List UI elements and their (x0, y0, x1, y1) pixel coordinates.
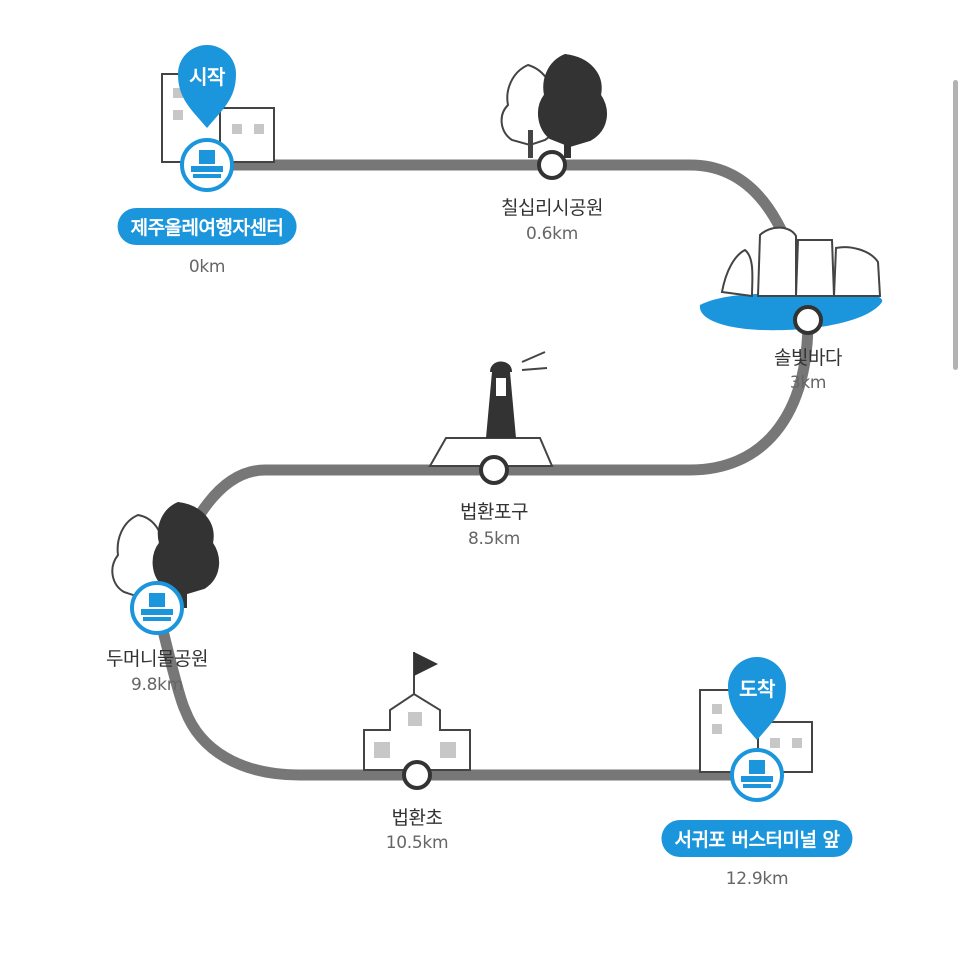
scrollbar[interactable] (953, 80, 958, 370)
school-icon (363, 652, 471, 771)
stamp-station-icon (180, 138, 234, 192)
stop-name-end: 서귀포 버스터미널 앞 (661, 820, 853, 857)
start-pin-icon (178, 45, 236, 128)
stop-distance: 10.5km (385, 833, 449, 853)
tree-icon (111, 501, 220, 608)
stamp-station-icon (730, 748, 784, 802)
stop-distance: 9.8km (131, 675, 183, 695)
end-pin-icon (728, 657, 786, 740)
rocks-sea-icon (699, 226, 883, 331)
stop-distance: 8.5km (468, 529, 520, 549)
end-marker-label: 도착 (739, 677, 775, 701)
waypoint-marker (793, 305, 823, 335)
waypoint-marker (479, 455, 509, 485)
tree-icon (500, 53, 607, 158)
stop-distance-end: 12.9km (725, 869, 789, 889)
stop-name: 법환초 (391, 807, 443, 829)
start-marker-label: 시작 (189, 65, 225, 89)
stop-name: 칠십리시공원 (501, 197, 603, 219)
waypoint-marker (537, 150, 567, 180)
stop-distance: 3km (789, 373, 827, 393)
stop-name: 법환포구 (460, 501, 528, 523)
stamp-station-icon (130, 581, 184, 635)
stop-distance: 0.6km (526, 224, 578, 244)
stop-name-start: 제주올레여행자센터 (117, 208, 297, 245)
stop-name: 솔빛바다 (774, 347, 842, 369)
lighthouse-icon (428, 351, 554, 467)
stop-distance-start: 0km (188, 257, 226, 277)
waypoint-marker (402, 760, 432, 790)
stop-name: 두머니물공원 (106, 648, 208, 670)
